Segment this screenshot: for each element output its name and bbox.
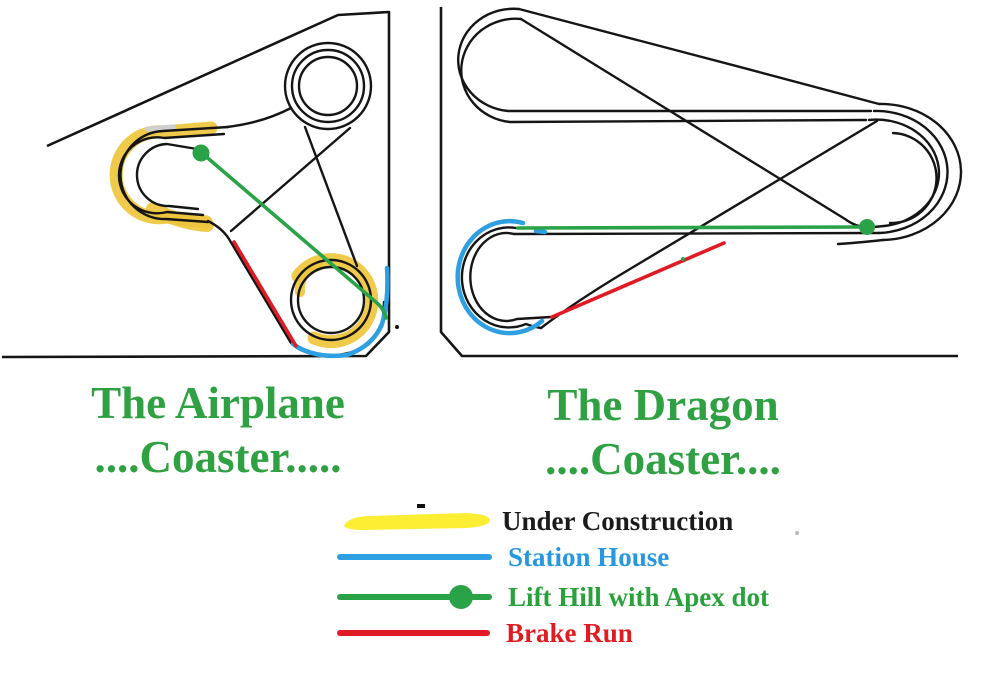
- legend-label-brake-run: Brake Run: [506, 617, 633, 648]
- legend-label-station-house: Station House: [508, 541, 670, 572]
- dragon-diagonal-upper: [517, 7, 881, 106]
- legend-row-brake-run: Brake Run: [337, 618, 633, 648]
- airplane-coaster-title: The Airplane ....Coaster.....: [18, 376, 418, 484]
- stray-pen-mark: [417, 504, 425, 508]
- dragon-helix-bottom-stub: [836, 238, 885, 246]
- airplane-track: [117, 41, 399, 358]
- airplane-crossover-left: [229, 126, 352, 233]
- dragon-brake-run-line: [550, 241, 726, 319]
- dragon-park-boundary: [439, 7, 958, 358]
- dragon-station-tick: [533, 228, 548, 235]
- apex-dot-icon: [449, 585, 473, 609]
- dragon-top-turnaround-inner: [460, 17, 868, 124]
- dragon-track: [457, 7, 963, 330]
- dragon-diagonal-to-apex: [519, 17, 868, 229]
- airplane-coaster-drawing: [1, 10, 399, 359]
- gray-speck: [795, 531, 799, 535]
- airplane-title-line1: The Airplane: [91, 378, 345, 428]
- airplane-stray-dot: [395, 325, 399, 329]
- dragon-diagonal-climb: [539, 119, 879, 330]
- airplane-brake-run-line: [232, 240, 298, 348]
- legend-row-under-construction: Under Construction: [340, 504, 733, 538]
- station-house-swatch: [337, 554, 492, 560]
- dragon-station-house-line: [455, 218, 545, 336]
- legend-row-lift-hill: Lift Hill with Apex dot: [337, 580, 769, 614]
- airplane-turnaround-inner: [135, 142, 200, 211]
- dragon-helix-arc-4: [888, 131, 938, 225]
- coaster-drawings: [1, 7, 963, 359]
- dragon-lift-hill-line: [516, 225, 863, 230]
- dragon-coaster-drawing: [439, 7, 963, 358]
- legend-label-lift-hill: Lift Hill with Apex dot: [508, 581, 770, 612]
- lift-hill-swatch: [337, 585, 492, 609]
- brake-run-swatch: [337, 630, 490, 636]
- airplane-top-helix-inner: [297, 55, 359, 117]
- dragon-apex-dot: [859, 219, 875, 235]
- airplane-apex-dot: [192, 144, 210, 162]
- dragon-title-line2: ....Coaster....: [545, 434, 781, 484]
- dragon-return-straight: [512, 231, 881, 236]
- dragon-top-turnaround-outer: [457, 7, 873, 113]
- legend-label-under-construction: Under Construction: [502, 505, 734, 536]
- airplane-top-helix-middle: [290, 48, 366, 124]
- dragon-title-line1: The Dragon: [547, 380, 779, 430]
- airplane-turnaround-outer: [119, 125, 230, 224]
- airplane-bottom-helix-inner: [296, 265, 366, 335]
- airplane-gray-smudge: [144, 124, 176, 132]
- highlighter-swatch-shape: [344, 513, 490, 530]
- dragon-green-speck: [681, 257, 685, 261]
- dragon-coaster-title: The Dragon ....Coaster....: [463, 378, 863, 486]
- dragon-station-turnaround-outer: [460, 226, 543, 330]
- dragon-helix-arc-1: [877, 102, 963, 242]
- airplane-top-helix-outer: [283, 41, 373, 131]
- airplane-turnaround-middle: [117, 132, 226, 217]
- airplane-bottom-helix-outer: [289, 258, 373, 342]
- airplane-park-boundary: [1, 10, 391, 359]
- dragon-station-turnaround-inner: [469, 231, 553, 323]
- legend-row-station-house: Station House: [337, 541, 670, 572]
- airplane-entry-to-top-helix: [225, 106, 293, 129]
- airplane-lift-hill-line: [201, 152, 388, 320]
- airplane-crossover-right: [303, 125, 359, 268]
- airplane-station-house-line: [290, 265, 390, 359]
- dragon-helix-arc-2: [872, 109, 949, 235]
- under-construction-swatch: [344, 513, 490, 530]
- airplane-under-construction-highlight: [109, 121, 379, 349]
- airplane-title-line2: ....Coaster.....: [94, 432, 342, 482]
